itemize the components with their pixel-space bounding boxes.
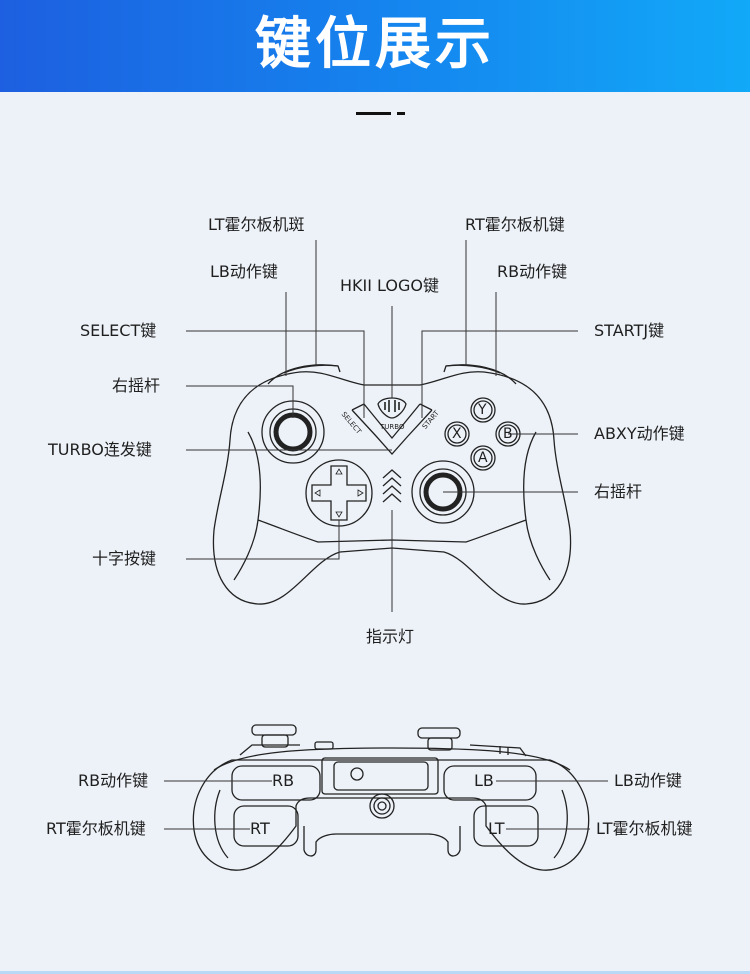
label-start: STARTJ键 — [594, 321, 665, 340]
controller-turbo-text: TURBO — [380, 423, 405, 431]
label-lb-bumper: LB动作键 — [210, 262, 278, 281]
top-lb-text: LB — [474, 771, 494, 790]
label-top-rb: RB动作键 — [78, 771, 149, 790]
label-hkii-logo: HKII LOGO键 — [340, 276, 439, 295]
label-rb-bumper: RB动作键 — [497, 262, 568, 281]
header-banner: 键位展示 — [0, 0, 750, 92]
label-top-lb: LB动作键 — [614, 771, 682, 790]
top-rb-text: RB — [272, 771, 295, 790]
label-rt-trigger: RT霍尔板机键 — [465, 215, 565, 234]
top-controller-body — [192, 724, 590, 871]
indicator-chevrons — [382, 469, 402, 503]
top-lt-text: LT — [488, 819, 505, 838]
button-b-text: B — [503, 426, 513, 442]
top-rt-text: RT — [250, 819, 270, 838]
label-turbo: TURBO连发键 — [48, 440, 152, 459]
button-y-text: Y — [478, 402, 487, 418]
label-left-stick: 右摇杆 — [112, 376, 161, 395]
title-underline — [356, 112, 391, 115]
label-lt-trigger: LT霍尔板机斑 — [208, 215, 305, 234]
label-dpad: 十字按键 — [92, 549, 157, 568]
label-top-rt: RT霍尔板机键 — [46, 819, 146, 838]
logo-button-shape — [377, 397, 407, 419]
button-a-text: A — [478, 450, 488, 466]
label-indicator: 指示灯 — [366, 627, 415, 646]
label-right-stick: 右摇杆 — [594, 482, 643, 501]
label-abxy: ABXY动作键 — [594, 424, 685, 443]
title-underline-dot — [397, 112, 405, 115]
label-top-lt: LT霍尔板机键 — [596, 819, 693, 838]
bottom-band — [0, 971, 750, 974]
label-select: SELECT键 — [80, 321, 157, 340]
dpad-shape — [305, 459, 373, 527]
button-x-text: X — [452, 426, 462, 442]
page-title: 键位展示 — [255, 12, 495, 77]
